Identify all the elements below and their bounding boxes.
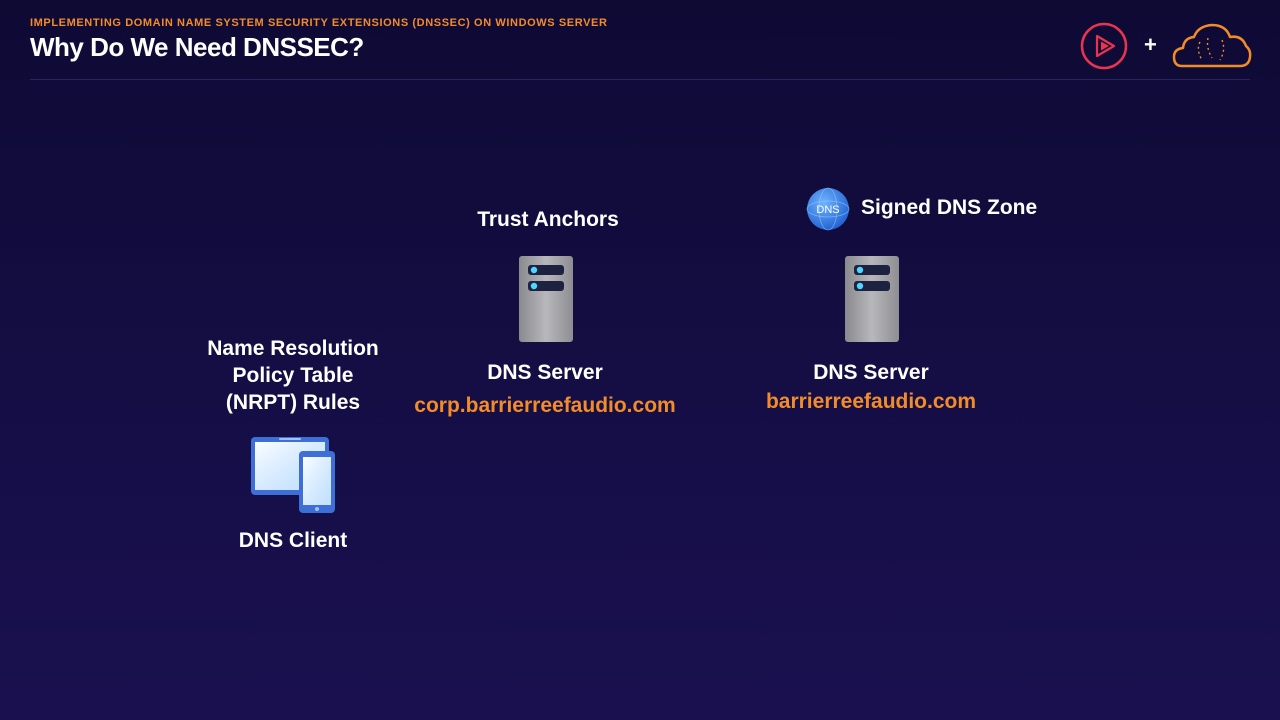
zone-domain-label: barrierreefaudio.com (765, 390, 977, 413)
zone-server-icon (845, 256, 899, 342)
trust-server-icon (519, 256, 573, 342)
dns-client-label: DNS Client (238, 529, 348, 552)
zone-dns-server-label: DNS Server (813, 361, 929, 384)
dns-badge-text: DNS (816, 204, 839, 216)
nrpt-line-1: Name Resolution (207, 337, 379, 360)
plus-sign: + (1144, 32, 1157, 57)
cloud-logo-icon (1172, 23, 1252, 68)
signed-zone-label: Signed DNS Zone (861, 196, 1038, 219)
slide-title: Why Do We Need DNSSEC? (30, 32, 364, 62)
dns-globe-icon: DNS (806, 187, 850, 231)
trust-dns-server-label: DNS Server (487, 361, 603, 384)
trust-anchors-label: Trust Anchors (477, 208, 619, 231)
course-subtitle: IMPLEMENTING DOMAIN NAME SYSTEM SECURITY… (30, 17, 608, 29)
trust-domain-label: corp.barrierreefaudio.com (414, 394, 676, 417)
devices-icon (251, 437, 335, 513)
nrpt-line-3: (NRPT) Rules (225, 391, 361, 414)
nrpt-label: Name Resolution Policy Table (NRPT) Rule… (193, 335, 393, 416)
play-logo-icon (1080, 22, 1128, 70)
logo-area: + (1080, 20, 1255, 72)
header-divider (30, 79, 1250, 80)
nrpt-line-2: Policy Table (232, 364, 354, 387)
